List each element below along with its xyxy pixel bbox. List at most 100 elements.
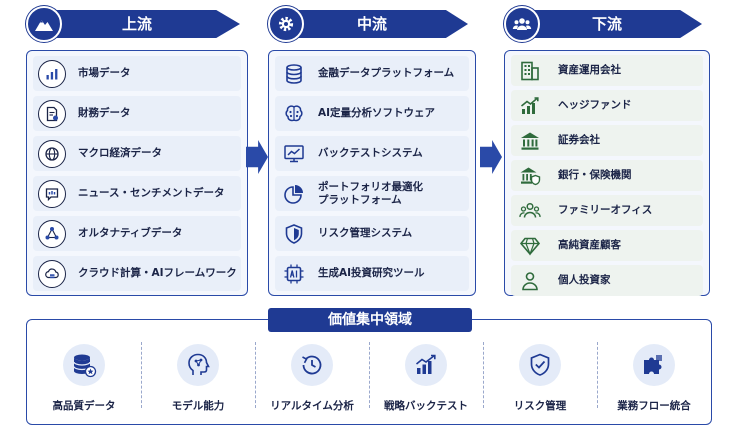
downstream-item-label: 銀行・保険機関	[558, 169, 632, 181]
value-item-quality-data: 高品質データ	[27, 336, 141, 422]
downstream-item-family-office: ファミリーオフィス	[511, 195, 703, 226]
midstream-item-data-platform: 金融データプラットフォーム	[275, 56, 469, 91]
value-area-items: 高品質データ モデル能力 リアルタイム分析 戦略バックテスト リスク管理	[27, 336, 711, 422]
clock-refresh-icon	[291, 344, 333, 386]
midstream-item-ai-quant-software: AI定量分析ソフトウェア	[275, 96, 469, 131]
upstream-item-cloud-ai: クラウド計算・AIフレームワーク	[33, 256, 241, 291]
shield-icon	[280, 220, 308, 248]
network-icon	[38, 219, 66, 248]
cloud-server-icon	[38, 259, 66, 288]
value-item-strategy-backtest: 戦略バックテスト	[369, 336, 483, 422]
value-item-label: リアルタイム分析	[270, 400, 354, 412]
portfolio-label-line-1: ポートフォリオ最適化	[318, 180, 423, 193]
midstream-item-label: リスク管理システム	[318, 227, 413, 239]
downstream-title: 下流	[591, 15, 622, 33]
midstream-item-label: 金融データプラットフォーム	[318, 67, 455, 79]
midstream-column: 中流 金融データプラットフォーム AI定量分析ソフトウェア バックテストシステム	[268, 6, 476, 296]
upstream-title: 上流	[121, 15, 152, 33]
upstream-item-macro-data: マクロ経済データ	[33, 136, 241, 171]
upstream-item-label: オルタナティブデータ	[78, 227, 183, 239]
midstream-item-portfolio-optimization: ポートフォリオ最適化プラットフォーム	[275, 176, 469, 211]
downstream-item-retail-investor: 個人投資家	[511, 265, 703, 296]
value-item-label: リスク管理	[513, 400, 567, 412]
downstream-panel: 資産運用会社 ヘッジファンド 証券会社 銀行・保険機関 ファミリーオフィス	[504, 50, 710, 296]
midstream-item-label: 生成AI投資研究ツール	[318, 267, 425, 279]
midstream-item-label: ポートフォリオ最適化プラットフォーム	[318, 181, 423, 207]
upstream-item-label: マクロ経済データ	[78, 147, 162, 159]
person-icon	[516, 268, 544, 294]
midstream-item-label: バックテストシステム	[318, 147, 423, 159]
upstream-item-label: クラウド計算・AIフレームワーク	[78, 267, 237, 279]
downstream-item-bank-insurance: 銀行・保険機関	[511, 160, 703, 191]
gear-icon	[268, 6, 304, 42]
upstream-item-news-sentiment: ニュース・センチメントデータ	[33, 176, 241, 211]
flow-arrow-mid-to-down	[480, 140, 502, 174]
downstream-item-label: 個人投資家	[558, 274, 611, 286]
diamond-icon	[516, 233, 544, 259]
downstream-item-asset-manager: 資産運用会社	[511, 55, 703, 86]
value-area-title: 価値集中領域	[268, 308, 472, 332]
flow-arrow-up-to-mid	[246, 140, 268, 174]
head-ai-icon	[177, 344, 219, 386]
growth-chart-icon	[516, 93, 544, 119]
value-item-realtime-analysis: リアルタイム分析	[255, 336, 369, 422]
globe-icon	[38, 139, 66, 168]
ai-chip-icon	[280, 260, 308, 288]
downstream-item-label: 資産運用会社	[558, 64, 621, 76]
document-icon	[38, 99, 66, 128]
upstream-panel: 市場データ 財務データ マクロ経済データ ニュース・センチメントデータ オルタナ…	[26, 50, 248, 296]
downstream-column: 下流 資産運用会社 ヘッジファンド 証券会社 銀行・	[504, 6, 710, 296]
midstream-item-genai-research: 生成AI投資研究ツール	[275, 256, 469, 291]
value-item-workflow-integration: 業務フロー統合	[597, 336, 711, 422]
downstream-item-label: ファミリーオフィス	[558, 204, 653, 216]
upstream-header: 上流	[26, 6, 248, 44]
upstream-item-financial-data: 財務データ	[33, 96, 241, 131]
downstream-item-hnwi: 高純資産顧客	[511, 230, 703, 261]
downstream-item-label: ヘッジファンド	[558, 99, 632, 111]
midstream-panel: 金融データプラットフォーム AI定量分析ソフトウェア バックテストシステム ポー…	[268, 50, 476, 296]
family-icon	[516, 198, 544, 224]
downstream-item-label: 証券会社	[558, 134, 600, 146]
upstream-header-bar	[42, 10, 240, 38]
upstream-item-label: 市場データ	[78, 67, 131, 79]
midstream-header-bar	[284, 10, 468, 38]
value-item-risk-management: リスク管理	[483, 336, 597, 422]
shield-check-icon	[519, 344, 561, 386]
value-area-panel: 高品質データ モデル能力 リアルタイム分析 戦略バックテスト リスク管理	[26, 319, 712, 425]
mountain-icon	[26, 6, 62, 42]
pie-chart-icon	[280, 180, 308, 208]
building-icon	[516, 58, 544, 84]
value-item-label: モデル能力	[171, 400, 225, 412]
downstream-header: 下流	[504, 6, 710, 44]
bar-chart-icon	[38, 59, 66, 88]
portfolio-label-line-2: プラットフォーム	[318, 193, 402, 206]
bank-shield-icon	[516, 163, 544, 189]
downstream-item-label: 高純資産顧客	[558, 239, 621, 251]
bar-trend-icon	[405, 344, 447, 386]
midstream-item-label: AI定量分析ソフトウェア	[318, 107, 436, 119]
midstream-item-risk-system: リスク管理システム	[275, 216, 469, 251]
brain-icon	[280, 100, 308, 128]
upstream-item-label: ニュース・センチメントデータ	[78, 187, 225, 199]
upstream-item-market-data: 市場データ	[33, 56, 241, 91]
value-item-label: 戦略バックテスト	[384, 400, 468, 412]
downstream-item-securities: 証券会社	[511, 125, 703, 156]
downstream-header-bar	[520, 10, 702, 38]
monitor-chart-icon	[280, 140, 308, 168]
midstream-item-backtest: バックテストシステム	[275, 136, 469, 171]
midstream-header: 中流	[268, 6, 476, 44]
puzzle-icon	[633, 344, 675, 386]
upstream-item-label: 財務データ	[78, 107, 131, 119]
downstream-item-hedge-fund: ヘッジファンド	[511, 90, 703, 121]
database-star-icon	[63, 344, 105, 386]
value-item-label: 業務フロー統合	[617, 400, 691, 412]
database-icon	[280, 60, 308, 88]
midstream-title: 中流	[356, 15, 387, 33]
upstream-column: 上流 市場データ 財務データ マクロ経済データ ニュ	[26, 6, 248, 296]
users-icon	[504, 6, 540, 42]
value-item-model-capability: モデル能力	[141, 336, 255, 422]
value-item-label: 高品質データ	[52, 400, 116, 412]
upstream-item-alternative-data: オルタナティブデータ	[33, 216, 241, 251]
chat-icon	[38, 179, 66, 208]
bank-icon	[516, 128, 544, 154]
